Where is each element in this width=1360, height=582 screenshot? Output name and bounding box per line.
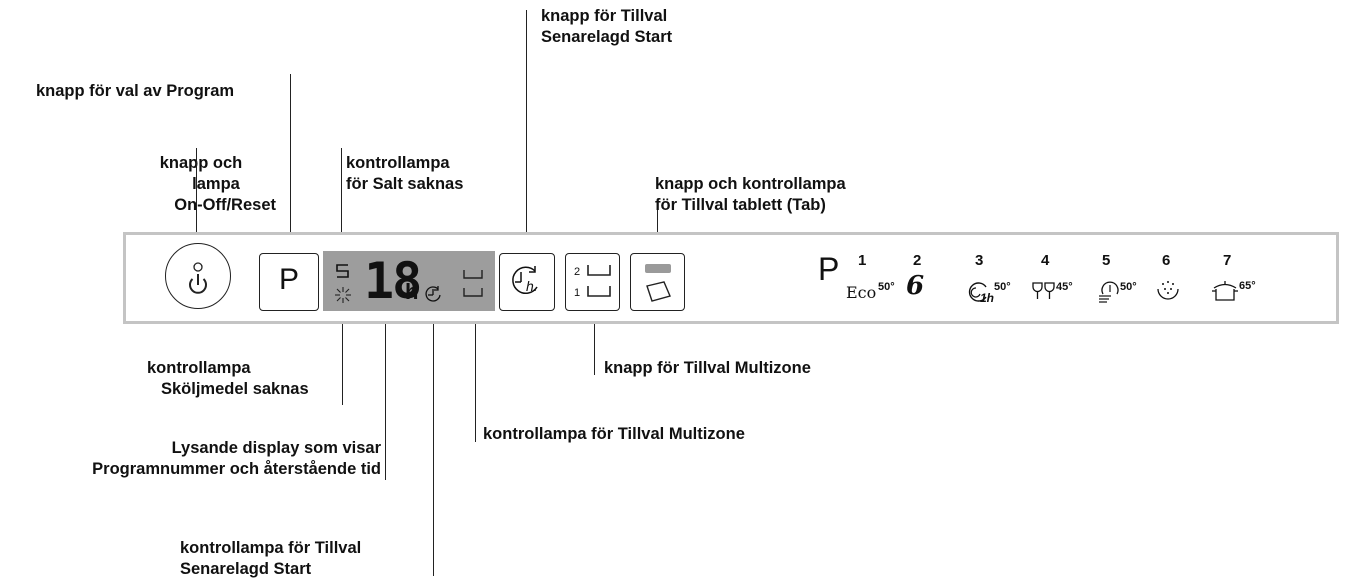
luminous-display: [323, 251, 495, 311]
label-multizone-button: knapp för Tillval Multizone: [604, 359, 811, 377]
program-number: 1: [858, 252, 867, 269]
label-line: knapp och: [159, 154, 243, 172]
label-power-button: knapp och lampa On-Off/Reset: [86, 153, 276, 216]
label-tablet: knapp och kontrollampa för Tillval table…: [655, 174, 846, 216]
label-line: kontrollampa: [346, 154, 450, 172]
program-number: 7: [1223, 252, 1232, 269]
tablet-icon: [646, 281, 671, 302]
rinse-aid-indicator-icon: [335, 287, 351, 303]
program-number: 6: [1162, 252, 1171, 269]
label-multizone-lamp: kontrollampa för Tillval Multizone: [483, 425, 745, 443]
label-line: kontrollampa för Tillval: [180, 539, 362, 557]
programs-prefix: P: [818, 251, 840, 287]
program-temperature: 50°: [994, 281, 1011, 293]
power-icon: [189, 262, 207, 294]
label-display: Lysande display som visar Programnummer …: [92, 438, 381, 480]
prewash-icon: [1157, 281, 1179, 300]
pot-icon: [1212, 281, 1238, 301]
leader-line-program: [290, 74, 292, 238]
program-temperature: 65°: [1239, 280, 1256, 292]
label-line: Lysande display som visar: [171, 439, 381, 457]
program-temperature: 45°: [1056, 281, 1073, 293]
power-button[interactable]: [165, 243, 231, 309]
leader-line-salt: [341, 148, 343, 252]
leader-line-rinse: [342, 282, 344, 405]
program-button-glyph: P: [278, 263, 299, 296]
leader-line-power: [196, 148, 198, 238]
leader-line-multizone-lamp: [475, 306, 477, 442]
label-line: Sköljmedel saknas: [161, 380, 309, 398]
one-hour-label: 1h: [980, 291, 995, 305]
label-line: lampa: [192, 175, 240, 193]
multizone-baskets-icon: [587, 265, 611, 297]
label-line: Senarelagd Start: [180, 560, 312, 578]
program-number: 5: [1102, 252, 1111, 269]
delay-start-indicator-icon: [425, 286, 441, 302]
label-salt-lamp: kontrollampa för Salt saknas: [346, 153, 463, 195]
delay-button-unit: h.: [526, 278, 538, 294]
tablet-indicator-lamp: [645, 264, 671, 273]
label-program-button: knapp för val av Program: [36, 82, 235, 100]
multizone-indicator-icon: [463, 270, 483, 297]
label-delay-lamp: kontrollampa för Tillval Senarelagd Star…: [180, 538, 361, 580]
salt-indicator-icon: [336, 264, 349, 278]
leader-line-tablet: [657, 210, 659, 252]
label-line: Programnummer och återstående tid: [92, 460, 381, 478]
label-line: knapp och kontrollampa: [655, 175, 846, 193]
label-delay-button: knapp för Tillval Senarelagd Start: [541, 6, 672, 48]
display-digits: 18: [364, 252, 422, 310]
tablet-button[interactable]: [630, 253, 685, 311]
delay-clock-icon: [512, 266, 538, 294]
leader-line-delay-button: [526, 10, 528, 253]
glasses-icon: [1032, 282, 1055, 299]
program-number: 3: [975, 252, 984, 269]
leader-line-delay-lamp: [433, 306, 435, 576]
eco-icon: Eco: [846, 283, 877, 302]
label-rinse-lamp: kontrollampa Sköljmedel saknas: [147, 358, 309, 400]
label-line: kontrollampa: [147, 359, 251, 377]
delay-start-button[interactable]: h.: [499, 253, 555, 311]
multizone-button[interactable]: 2 1: [565, 253, 620, 311]
label-line: Senarelagd Start: [541, 28, 673, 46]
program-temperature: 50°: [878, 281, 895, 293]
label-line: för Salt saknas: [346, 175, 464, 193]
multizone-level-upper: 2: [574, 266, 581, 278]
program-number: 2: [913, 252, 922, 269]
label-line: On-Off/Reset: [174, 196, 276, 214]
one-hour-icon: [968, 282, 987, 302]
program-number: 4: [1041, 252, 1050, 269]
program-temperature: 50°: [1120, 281, 1137, 293]
leader-line-display: [385, 306, 387, 480]
leader-line-multizone-button: [594, 315, 596, 375]
display-hours-unit: h: [405, 279, 419, 304]
label-line: knapp för Tillval: [541, 7, 668, 25]
multizone-level-lower: 1: [574, 287, 581, 299]
program-button[interactable]: P: [259, 253, 319, 311]
label-line: för Tillval tablett (Tab): [655, 196, 826, 214]
quick-wash-icon: [1099, 281, 1119, 303]
sixth-sense-icon: 6: [906, 271, 925, 301]
